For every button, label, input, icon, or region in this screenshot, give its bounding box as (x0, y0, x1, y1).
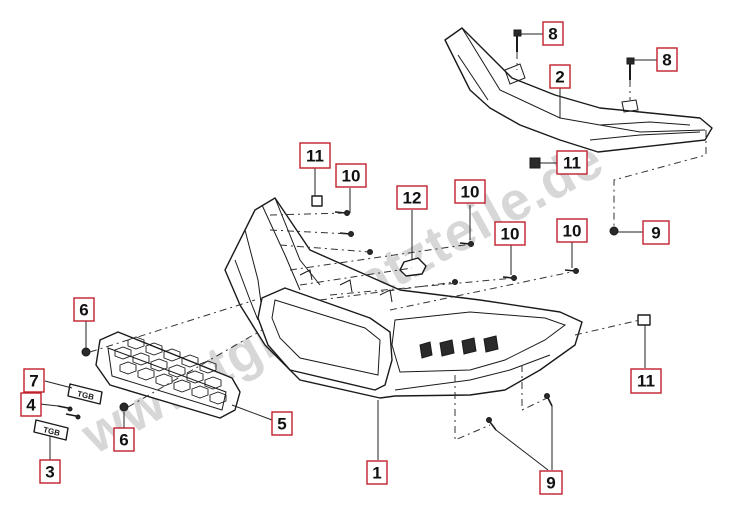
callout-1-label: 1 (372, 464, 381, 483)
callout-12-label: 12 (403, 189, 422, 208)
callout-2-label: 2 (555, 68, 564, 87)
callout-11-bumper-right-label: 11 (637, 372, 655, 391)
upper-spoiler-part (444, 27, 713, 153)
callout-11-bumper-top-label: 11 (306, 147, 324, 166)
callout-10-a-label: 10 (342, 167, 361, 186)
leader-lines (39, 33, 657, 471)
callout-6-left: 6 (73, 297, 95, 322)
screws-9-bottom (486, 393, 553, 431)
callout-10-c-label: 10 (501, 225, 520, 244)
clip-nut-11-bumper-top (311, 195, 323, 207)
tgb-badge-7: TGB (67, 383, 103, 405)
callout-11-bumper-top: 11 (299, 142, 331, 169)
clip-nut-11-bumper-right (637, 314, 651, 326)
grille-mesh-part (95, 331, 241, 419)
callout-3-label: 3 (45, 463, 54, 482)
bolt-8-left (513, 29, 522, 52)
callout-9-top: 9 (642, 220, 670, 245)
callout-7-label: 7 (29, 372, 38, 391)
callout-4: 4 (20, 392, 42, 417)
assembly-lines (89, 52, 707, 441)
callout-10-c: 10 (494, 221, 526, 246)
bracket-12 (399, 257, 427, 277)
callout-6-left-label: 6 (79, 301, 88, 320)
callout-5-label: 5 (277, 415, 286, 434)
callout-7: 7 (23, 368, 45, 393)
callout-1: 1 (366, 460, 388, 485)
callout-10-d: 10 (556, 218, 588, 243)
callout-8-right-label: 8 (662, 51, 671, 70)
bolt-8-right (626, 57, 635, 80)
callout-9-bottom: 9 (539, 470, 563, 495)
callout-9-bottom-label: 9 (546, 474, 555, 493)
callout-6-lower: 6 (113, 427, 135, 452)
callout-10-b-label: 10 (461, 183, 480, 202)
callout-6-lower-label: 6 (119, 431, 128, 450)
callout-4-label: 4 (26, 396, 36, 415)
screw-4 (57, 405, 81, 420)
callout-10-b: 10 (454, 179, 486, 204)
clip-nut-11-spoiler (529, 157, 541, 169)
tgb-badge-3: TGB (33, 419, 69, 441)
callout-9-top-label: 9 (651, 224, 660, 243)
screw-9-top (609, 226, 619, 236)
bolt-6-left (81, 347, 91, 357)
bolt-6-lower (119, 402, 129, 412)
callout-3: 3 (39, 459, 61, 484)
tgb-badge-7-text: TGB (76, 389, 95, 402)
callout-8-left-label: 8 (548, 25, 557, 44)
callout-11-spoiler-label: 11 (563, 154, 581, 173)
callout-5: 5 (271, 411, 293, 436)
callout-2: 2 (549, 64, 571, 89)
callout-8-right: 8 (656, 47, 678, 72)
front-bumper-part (224, 197, 583, 399)
callout-12: 12 (396, 185, 428, 210)
callout-10-d-label: 10 (563, 222, 582, 241)
callout-11-bumper-right: 11 (630, 368, 662, 394)
callout-10-a: 10 (335, 163, 367, 188)
callout-8-left: 8 (542, 21, 564, 46)
callout-11-spoiler: 11 (556, 150, 588, 175)
tgb-badge-3-text: TGB (42, 425, 61, 438)
